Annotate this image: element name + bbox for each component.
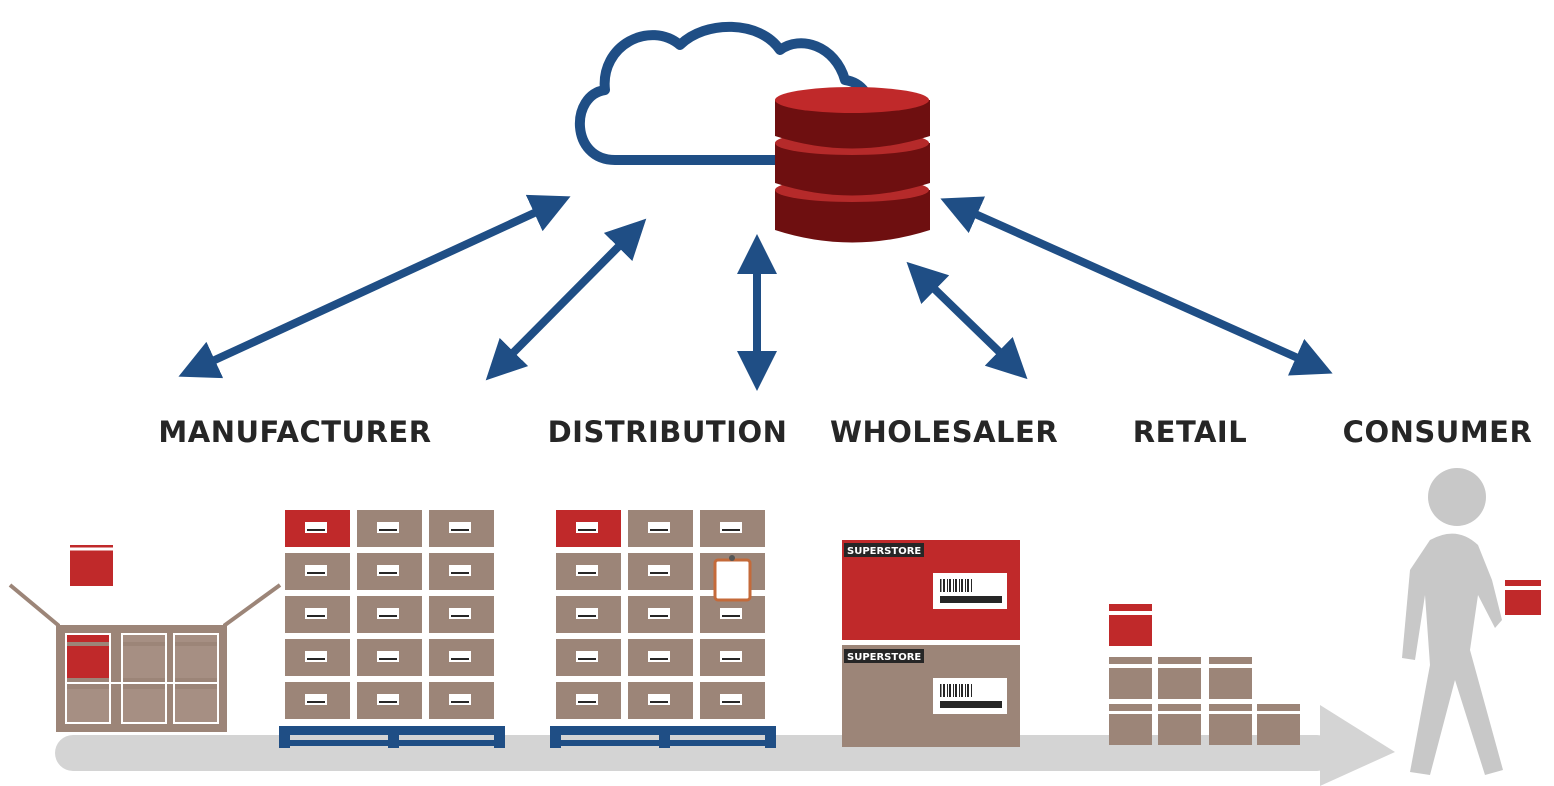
barcode-icon [940, 684, 1002, 708]
stage-label-consumer: CONSUMER [1342, 415, 1533, 449]
database-icon [775, 87, 930, 243]
barcode-bar [307, 701, 325, 703]
stage-label-manufacturer: MANUFACTURER [158, 415, 432, 449]
barcode-bar [379, 529, 397, 531]
barcode-icon [648, 522, 670, 533]
barcode-icon [720, 694, 742, 705]
barcode-icon [449, 565, 471, 576]
barcode-icon [648, 651, 670, 662]
barcode-icon [305, 565, 327, 576]
barcode-bar [451, 529, 469, 531]
barcode-bar [451, 658, 469, 660]
barcode-icon [648, 565, 670, 576]
barcode-bar [379, 701, 397, 703]
barcode-icon [449, 694, 471, 705]
barcode-bar [307, 529, 325, 531]
pallet-stack-manufacturer [279, 510, 505, 748]
pallet-icon [550, 726, 776, 748]
barcode-bar [379, 615, 397, 617]
barcode-icon [720, 651, 742, 662]
barcode-bar [451, 701, 469, 703]
stage-label-distribution: DISTRIBUTION [547, 415, 788, 449]
barcode-bar [578, 572, 596, 574]
barcode-bar [650, 529, 668, 531]
barcode-icon [449, 522, 471, 533]
barcode-bar [578, 615, 596, 617]
barcode-bar [307, 658, 325, 660]
barcode-icon [648, 608, 670, 619]
wholesaler-box-bottom: SUPERSTORE [842, 645, 1020, 747]
superstore-label-top: SUPERSTORE [847, 546, 921, 557]
barcode-bar [650, 615, 668, 617]
barcode-icon [377, 651, 399, 662]
barcode-icon [648, 694, 670, 705]
barcode-icon [377, 608, 399, 619]
bidirectional-arrow-icon [178, 194, 1333, 391]
barcode-icon [449, 651, 471, 662]
barcode-bar [379, 572, 397, 574]
barcode-icon [720, 608, 742, 619]
pallet-stack-distribution [550, 510, 776, 748]
barcode-bar [451, 572, 469, 574]
barcode-bar [578, 701, 596, 703]
superstore-label-bottom: SUPERSTORE [847, 652, 921, 663]
person-icon [1402, 468, 1503, 775]
barcode-icon [576, 522, 598, 533]
barcode-icon [377, 565, 399, 576]
barcode-bar [722, 615, 740, 617]
stage-label-retail: RETAIL [1132, 415, 1248, 449]
barcode-icon [576, 608, 598, 619]
barcode-icon [305, 522, 327, 533]
barcode-icon [576, 651, 598, 662]
barcode-bar [722, 529, 740, 531]
barcode-bar [307, 572, 325, 574]
barcode-bar [650, 701, 668, 703]
barcode-bar [379, 658, 397, 660]
barcode-bar [650, 572, 668, 574]
wholesaler-box-top: SUPERSTORE [842, 540, 1020, 640]
barcode-icon [305, 608, 327, 619]
open-box-icon [8, 545, 282, 732]
barcode-bar [722, 658, 740, 660]
pallet-group [279, 510, 776, 748]
barcode-bar [650, 658, 668, 660]
barcode-bar [578, 658, 596, 660]
barcode-icon [576, 565, 598, 576]
barcode-icon [940, 579, 1002, 603]
barcode-icon [720, 522, 742, 533]
barcode-icon [377, 522, 399, 533]
barcode-bar [722, 701, 740, 703]
barcode-bar [578, 529, 596, 531]
retail-boxes [1109, 604, 1300, 745]
clipboard-icon [713, 555, 752, 602]
barcode-icon [449, 608, 471, 619]
barcode-bar [451, 615, 469, 617]
barcode-icon [576, 694, 598, 705]
barcode-icon [377, 694, 399, 705]
barcode-icon [305, 651, 327, 662]
stage-label-wholesaler: WHOLESALER [830, 415, 1059, 449]
barcode-bar [307, 615, 325, 617]
barcode-icon [305, 694, 327, 705]
pallet-icon [279, 726, 505, 748]
box-icon [1505, 580, 1541, 615]
